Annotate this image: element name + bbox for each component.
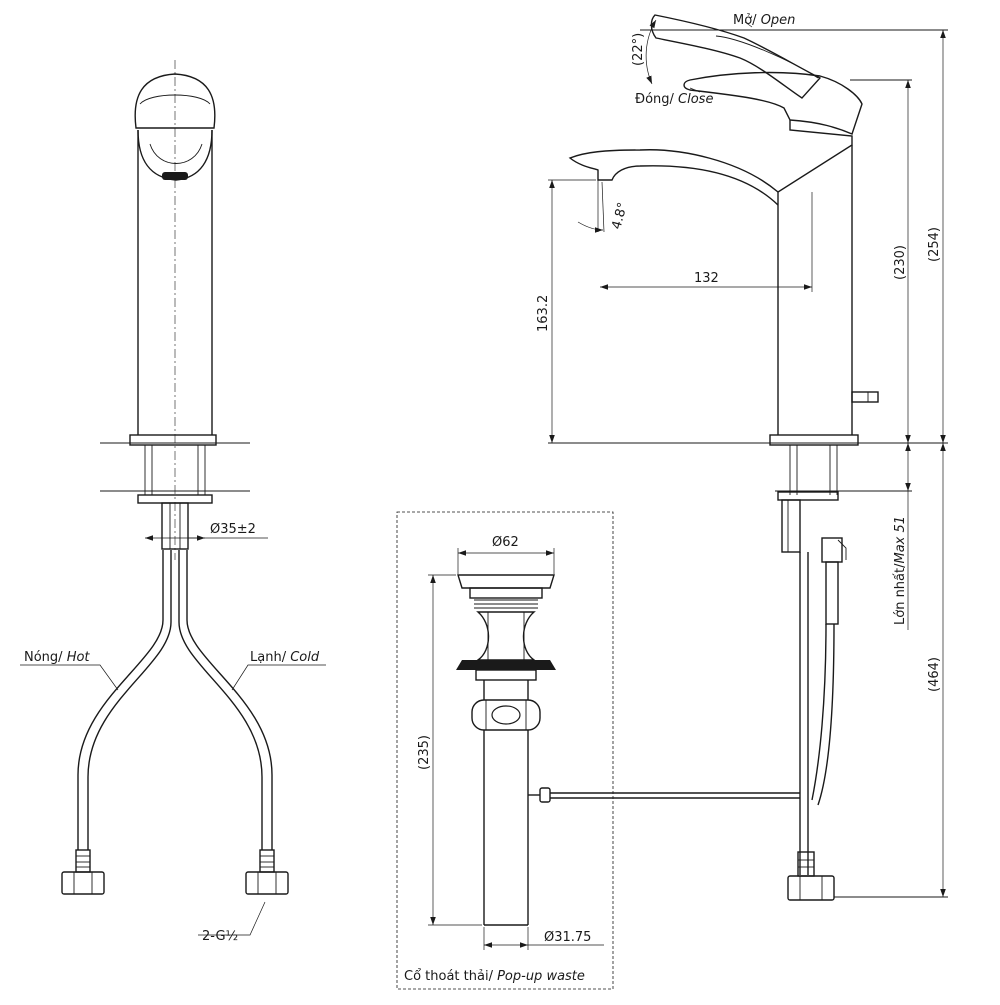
label-max-51: Lớn nhất/Max 51	[893, 516, 908, 625]
label-cold: Lạnh/ Cold	[250, 650, 320, 665]
dim-hole-diameter: Ø35±2	[210, 522, 256, 537]
label-close: Đóng/ Close	[635, 92, 713, 107]
lever-closed	[683, 71, 863, 135]
dim-hose-length: (464)	[927, 657, 942, 692]
text-labels: Mở/ Open Đóng/ Close (22°) 4.8° 132 163.…	[24, 13, 942, 984]
label-open: Mở/ Open	[733, 13, 795, 28]
popup-waste-view	[396, 511, 800, 990]
side-view	[548, 14, 948, 901]
hot-nut	[61, 871, 105, 895]
dim-body-height: (230)	[893, 245, 908, 280]
label-thread: 2-G½	[202, 929, 238, 944]
dim-overall-height: (254)	[927, 227, 942, 262]
cold-nut	[245, 871, 289, 895]
dim-spout-height: 163.2	[536, 295, 551, 332]
dim-spout-angle: 4.8°	[609, 201, 631, 231]
spout-side	[568, 149, 779, 206]
label-popup-waste: Cổ thoát thải/ Pop-up waste	[404, 969, 585, 984]
waste-cap	[457, 574, 555, 589]
dim-waste-length: (235)	[417, 735, 432, 770]
handle-front	[134, 73, 216, 129]
dim-waste-cap: Ø62	[492, 535, 519, 550]
side-nut	[787, 875, 835, 901]
dim-handle-angle: (22°)	[631, 33, 646, 66]
front-view	[20, 60, 326, 936]
handle-angle-arc	[645, 19, 657, 85]
label-hot: Nóng/ Hot	[24, 650, 90, 665]
dim-spout-reach: 132	[694, 271, 719, 286]
dim-waste-tail: Ø31.75	[544, 930, 591, 945]
waste-frame	[396, 511, 614, 990]
